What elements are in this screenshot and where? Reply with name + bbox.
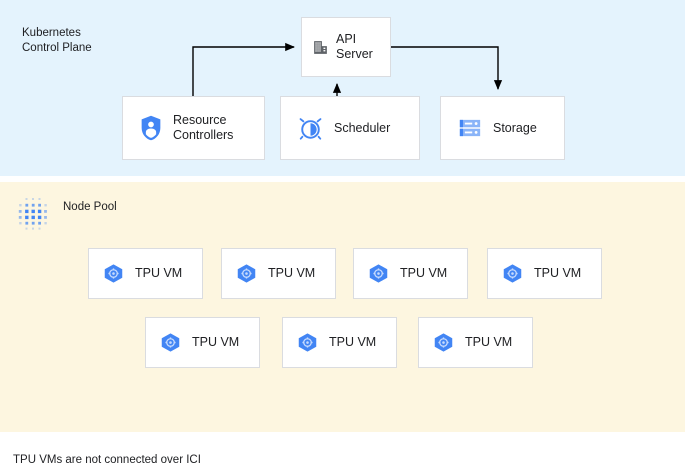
scheduler-box[interactable]: Scheduler — [280, 96, 420, 160]
tpu-vm-box[interactable]: TPU VM — [353, 248, 468, 299]
tpu-vm-label: TPU VM — [329, 335, 377, 349]
control-plane-section-label: Kubernetes Control Plane — [22, 27, 92, 54]
tpu-hexagon-icon — [236, 263, 257, 284]
tpu-hexagon-icon — [160, 332, 181, 353]
tpu-vm-box[interactable]: TPU VM — [487, 248, 602, 299]
shield-user-icon — [140, 115, 162, 141]
tpu-vm-label: TPU VM — [400, 266, 448, 280]
tpu-vm-label: TPU VM — [465, 335, 513, 349]
tpu-hexagon-icon — [368, 263, 389, 284]
api-server-box[interactable]: API Server — [301, 17, 391, 77]
tpu-vm-box[interactable]: TPU VM — [282, 317, 397, 368]
tpu-hexagon-icon — [103, 263, 124, 284]
footnote-text: TPU VMs are not connected over ICI — [13, 454, 201, 466]
tpu-hexagon-icon — [502, 263, 523, 284]
tpu-vm-label: TPU VM — [534, 266, 582, 280]
alarm-clock-icon — [298, 116, 323, 141]
api-server-label: API Server — [336, 32, 373, 61]
tpu-vm-box[interactable]: TPU VM — [418, 317, 533, 368]
scheduler-label: Scheduler — [334, 120, 391, 135]
tpu-vm-label: TPU VM — [135, 266, 183, 280]
building-icon — [312, 39, 329, 56]
tpu-vm-box[interactable]: TPU VM — [88, 248, 203, 299]
storage-label: Storage — [493, 120, 537, 135]
node-pool-section — [0, 182, 685, 432]
storage-box[interactable]: Storage — [440, 96, 565, 160]
tpu-vm-label: TPU VM — [192, 335, 240, 349]
dot-grid-icon — [13, 194, 53, 234]
tpu-hexagon-icon — [297, 332, 318, 353]
tpu-vm-label: TPU VM — [268, 266, 316, 280]
resource-controllers-box[interactable]: Resource Controllers — [122, 96, 265, 160]
server-rack-icon — [458, 116, 482, 140]
tpu-vm-box[interactable]: TPU VM — [221, 248, 336, 299]
tpu-vm-box[interactable]: TPU VM — [145, 317, 260, 368]
node-pool-section-label: Node Pool — [63, 201, 117, 213]
resource-controllers-label: Resource Controllers — [173, 113, 234, 142]
tpu-hexagon-icon — [433, 332, 454, 353]
